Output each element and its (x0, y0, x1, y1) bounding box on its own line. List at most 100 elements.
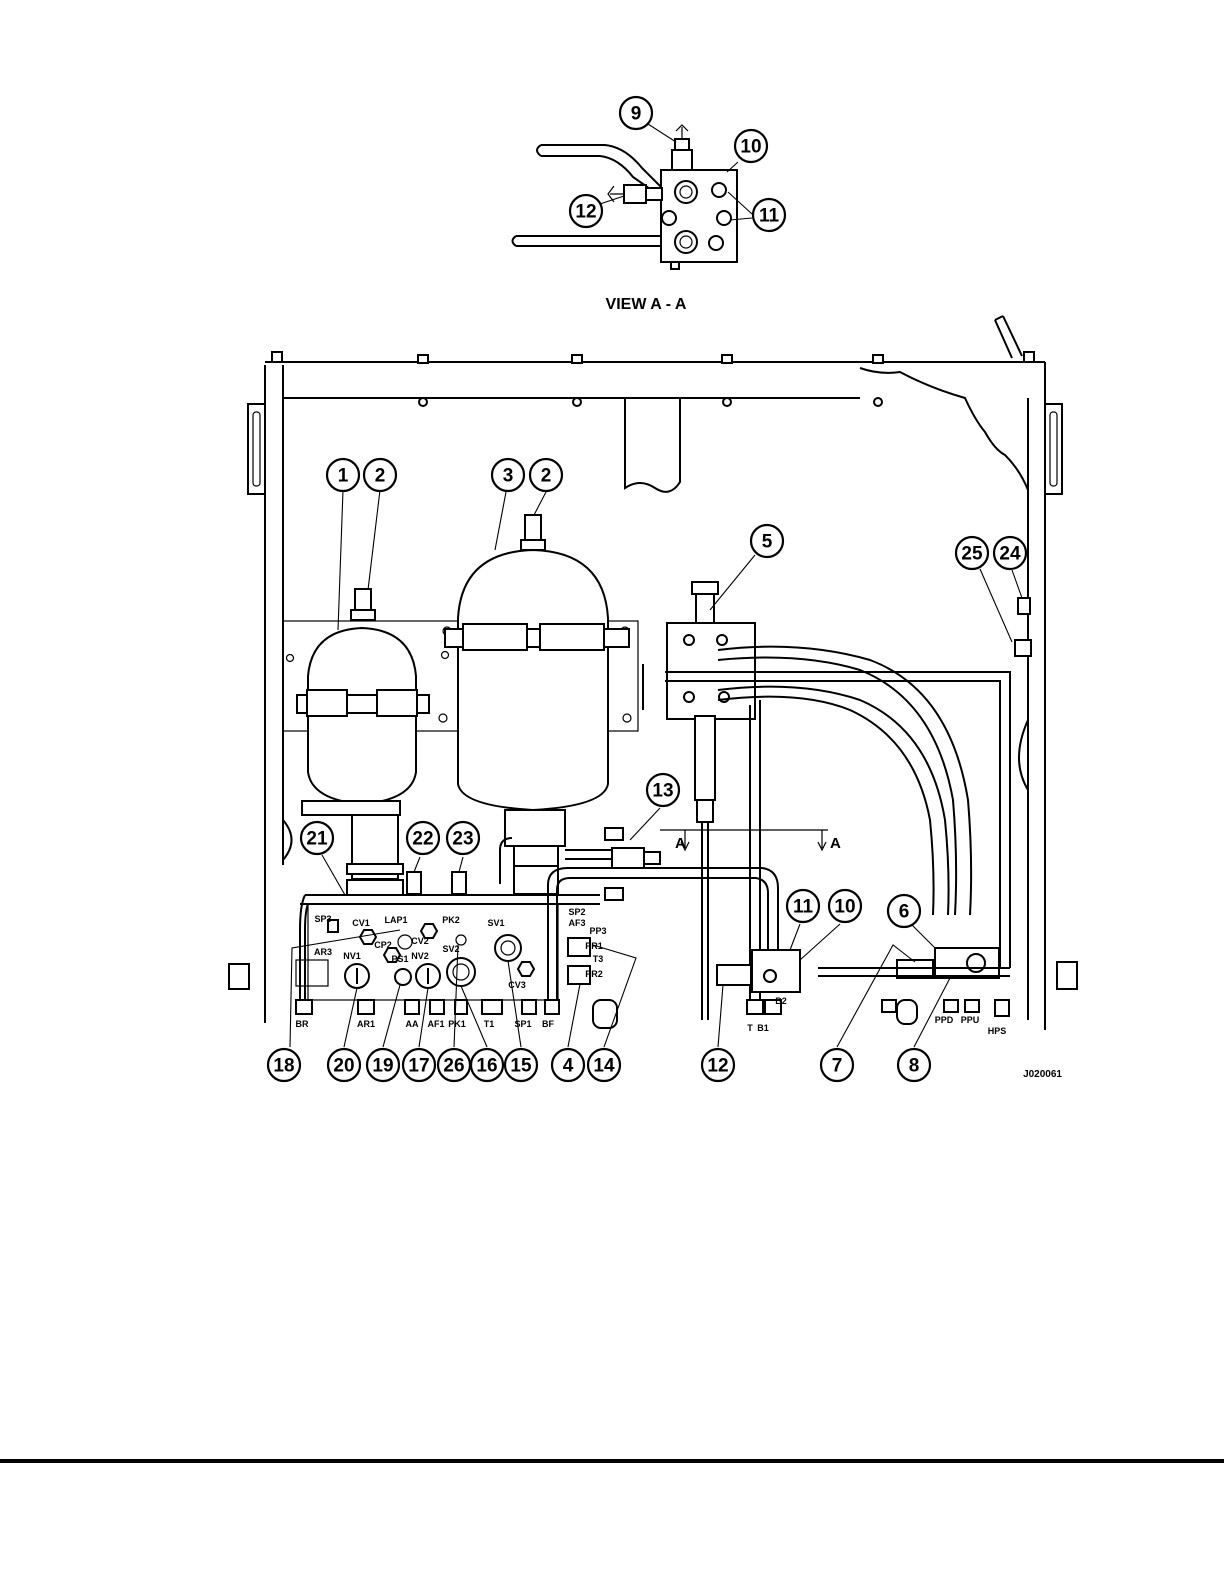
port-label-p_ar1: AR1 (357, 1019, 375, 1029)
callout-c17: 17 (403, 1049, 435, 1081)
callout-number: 20 (333, 1056, 354, 1077)
port-label-p_b1: B1 (757, 1023, 769, 1033)
callout-c11a: 11 (753, 199, 785, 231)
port-label-p_pk2: PK2 (442, 915, 460, 925)
callout-number: 22 (412, 829, 433, 850)
callout-c23: 23 (447, 822, 479, 854)
port-label-p_ar3: AR3 (314, 947, 332, 957)
callout-number: 1 (338, 466, 349, 487)
port-label-p_bf: BF (542, 1019, 554, 1029)
bottom-rule (0, 1459, 1224, 1463)
callout-c19: 19 (367, 1049, 399, 1081)
port-label-p_ppd: PPD (935, 1015, 954, 1025)
callout-number: 18 (273, 1056, 294, 1077)
callout-number: 17 (408, 1056, 429, 1077)
callout-c14: 14 (588, 1049, 620, 1081)
port-label-p_pr1: PR1 (585, 941, 603, 951)
manifold-block-lower (752, 950, 800, 992)
callout-c15: 15 (505, 1049, 537, 1081)
view-a-a-detail (513, 124, 753, 269)
callout-number: 13 (652, 781, 673, 802)
port-label-p_sp3: SP3 (314, 914, 331, 924)
port-label-p_nv2: NV2 (411, 951, 429, 961)
valve-12-lower (717, 965, 751, 985)
port-label-p_hps: HPS (988, 1026, 1007, 1036)
callout-c26: 26 (438, 1049, 470, 1081)
port-label-p_sp2: SP2 (568, 907, 585, 917)
port-label-p_pk1: PK1 (448, 1019, 466, 1029)
callout-number: 10 (740, 137, 761, 158)
callout-number: 16 (476, 1056, 497, 1077)
callout-c6: 6 (888, 895, 920, 927)
section-mark-left: A (675, 835, 686, 852)
port-label-p_t: T (747, 1023, 753, 1033)
callout-number: 19 (372, 1056, 393, 1077)
port-label-p_t3: T3 (593, 954, 604, 964)
port-label-p_ps1: PS1 (391, 954, 408, 964)
figure-id: J020061 (1023, 1069, 1062, 1080)
port-label-p_af3: AF3 (568, 918, 585, 928)
callout-c25: 25 (956, 537, 988, 569)
callout-number: 4 (563, 1056, 574, 1077)
callout-c12b: 12 (702, 1049, 734, 1081)
port-label-p_cv2: CV2 (411, 936, 429, 946)
callout-number: 23 (452, 829, 473, 850)
callout-c8: 8 (898, 1049, 930, 1081)
port-label-p_cp2: CP2 (374, 940, 392, 950)
valve-9-body (672, 150, 692, 170)
callout-c4: 4 (552, 1049, 584, 1081)
callout-number: 15 (510, 1056, 532, 1077)
port-label-p_cv1: CV1 (352, 918, 370, 928)
callout-number: 2 (375, 466, 386, 487)
callout-c18: 18 (268, 1049, 300, 1081)
section-mark-right: A (830, 835, 841, 852)
callout-c12a: 12 (570, 195, 602, 227)
callout-c13: 13 (647, 774, 679, 806)
callout-number: 6 (899, 902, 910, 923)
port-label-p_sv1: SV1 (487, 918, 504, 928)
callout-number: 8 (909, 1056, 920, 1077)
callout-number: 14 (593, 1056, 615, 1077)
callout-c11b: 11 (787, 890, 819, 922)
callout-number: 26 (443, 1056, 464, 1077)
port-label-p_cv3: CV3 (508, 980, 526, 990)
callout-number: 11 (793, 897, 814, 918)
callout-c1: 1 (327, 459, 359, 491)
port-label-p_lap1: LAP1 (384, 915, 407, 925)
callout-number: 5 (762, 532, 773, 553)
port-label-p_br: BR (296, 1019, 309, 1029)
port-label-p_pp3: PP3 (589, 926, 606, 936)
callout-number: 12 (575, 202, 596, 223)
sensor-23 (452, 872, 466, 894)
valve-12-body (624, 185, 646, 203)
view-label: VIEW A - A (606, 296, 687, 313)
callout-c3: 3 (492, 459, 524, 491)
port-label-p_t1: T1 (484, 1019, 495, 1029)
callout-number: 7 (832, 1056, 843, 1077)
port-label-p_sp1: SP1 (514, 1019, 531, 1029)
callout-c10b: 10 (829, 890, 861, 922)
callout-c2a: 2 (364, 459, 396, 491)
callout-number: 25 (961, 544, 983, 565)
callout-number: 12 (707, 1056, 728, 1077)
callout-number: 9 (631, 104, 642, 125)
callout-c22: 22 (407, 822, 439, 854)
callout-c5: 5 (751, 525, 783, 557)
callout-c10a: 10 (735, 130, 767, 162)
callout-c21: 21 (301, 822, 333, 854)
callout-c7: 7 (821, 1049, 853, 1081)
callout-number: 11 (759, 206, 780, 227)
callout-c20: 20 (328, 1049, 360, 1081)
callout-number: 21 (306, 829, 328, 850)
callout-c24: 24 (994, 537, 1026, 569)
callout-c2b: 2 (530, 459, 562, 491)
port-label-p_aa: AA (406, 1019, 419, 1029)
callout-c16: 16 (471, 1049, 503, 1081)
callout-number: 2 (541, 466, 552, 487)
callout-number: 3 (503, 466, 514, 487)
callout-number: 24 (999, 544, 1021, 565)
port-label-p_b2: B2 (775, 996, 787, 1006)
port-label-p_af1: AF1 (427, 1019, 444, 1029)
port-label-p_pr2: PR2 (585, 969, 603, 979)
